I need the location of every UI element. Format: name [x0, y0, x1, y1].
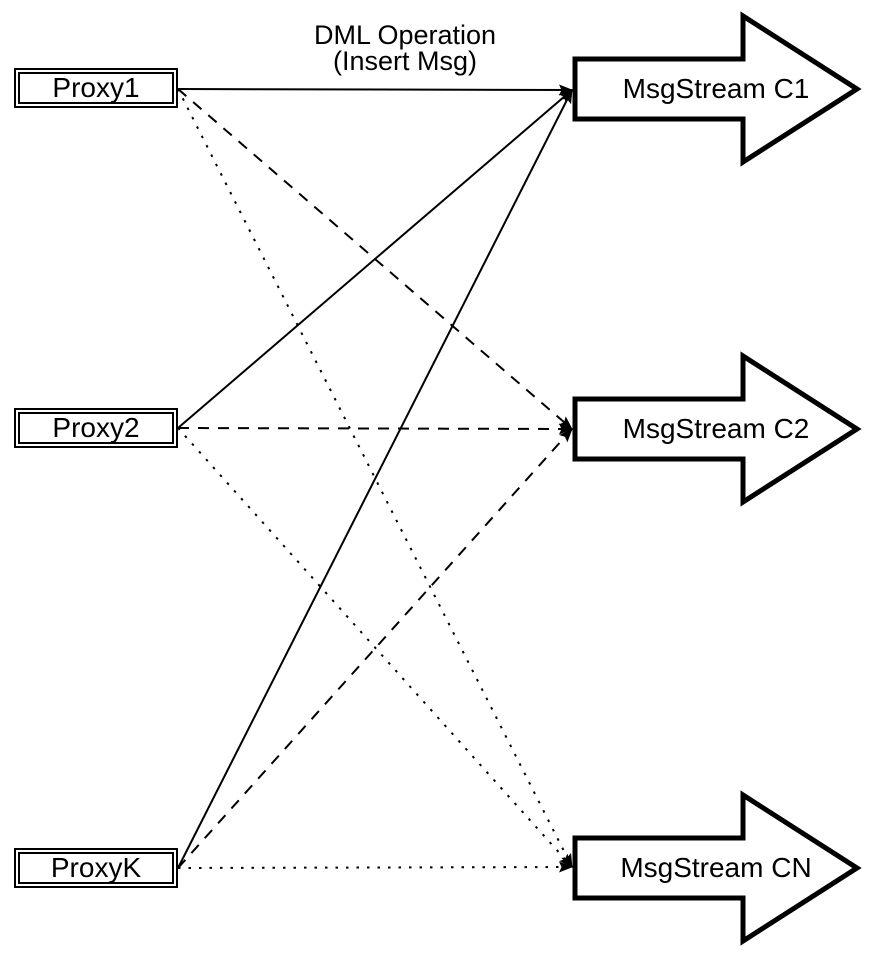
- connector-proxy1-to-c1: [177, 84, 573, 96]
- proxyk-label: ProxyK: [50, 852, 142, 883]
- proxy2-label: Proxy2: [52, 412, 140, 443]
- connector-proxy1-to-cn: [177, 88, 573, 868]
- proxy1-label: Proxy1: [52, 72, 140, 103]
- msgstream-c1-arrow: [572, 11, 862, 167]
- connector-proxyk-to-cn: [177, 861, 573, 873]
- proxy2-node: Proxy2: [14, 408, 178, 448]
- msgstream-cn-text: MsgStream CN: [620, 852, 812, 883]
- edge-label: DML Operation (Insert Msg): [255, 20, 555, 76]
- connector-group: [177, 84, 573, 873]
- connector-proxy2-to-cn: [177, 427, 573, 868]
- msgstream-cn-arrow: [572, 790, 862, 946]
- edge-label-line1: DML Operation: [313, 20, 497, 50]
- edge-label-line2: (Insert Msg): [332, 46, 478, 76]
- msgstream-c1-text: MsgStream C1: [622, 73, 810, 104]
- connector-proxy2-to-c2: [177, 423, 573, 435]
- msgstream-c2-text: MsgStream C2: [622, 413, 810, 444]
- msgstream-cn-label: MsgStream CN: [575, 838, 857, 898]
- msgstream-c2-label: MsgStream C2: [575, 399, 857, 459]
- connector-proxy2-to-c1: [177, 89, 573, 429]
- proxyk-node: ProxyK: [14, 848, 178, 888]
- msgstream-c1-label: MsgStream C1: [575, 59, 857, 119]
- connector-proxyk-to-c1: [177, 89, 573, 869]
- proxy1-node: Proxy1: [14, 68, 178, 108]
- msgstream-c2-arrow: [572, 351, 862, 507]
